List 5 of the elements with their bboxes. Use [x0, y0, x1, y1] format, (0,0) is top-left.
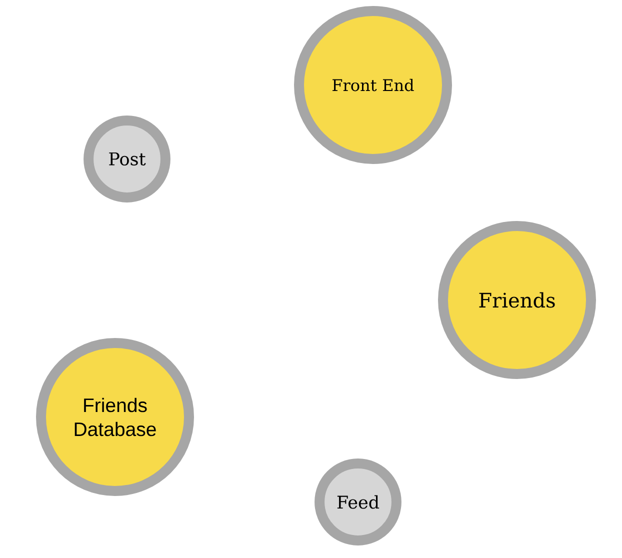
circle-node: Feed — [314, 458, 402, 546]
circle-node: Front End — [294, 6, 452, 164]
circle-node: Friends Database — [36, 338, 194, 496]
circle-node: Friends — [438, 221, 596, 379]
circle-node: Post — [84, 116, 170, 202]
